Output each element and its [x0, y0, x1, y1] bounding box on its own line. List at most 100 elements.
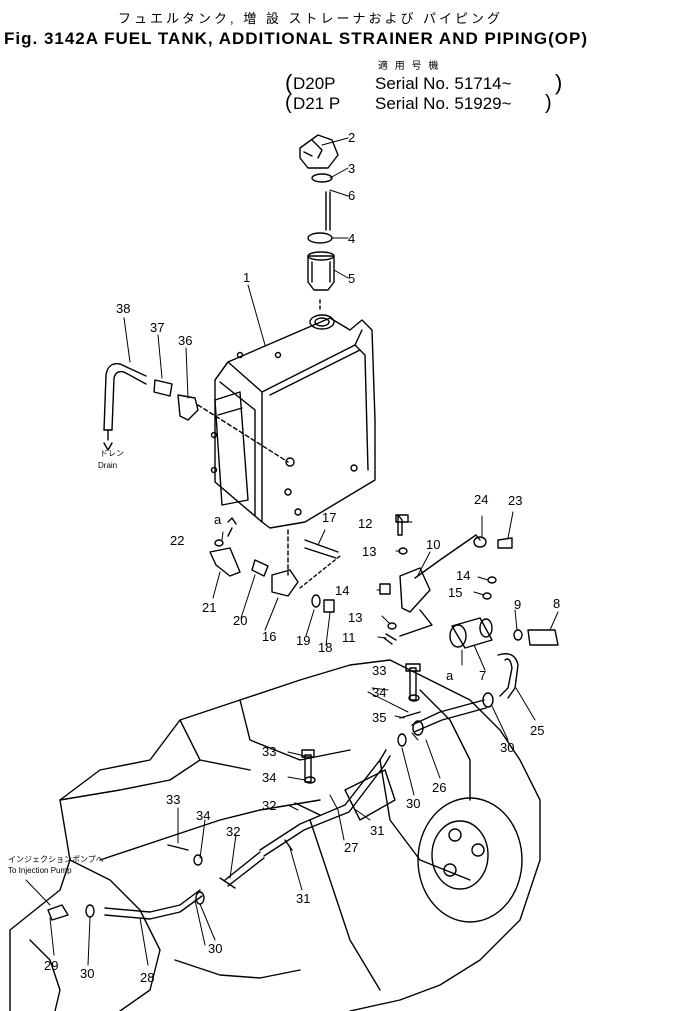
callout-33b: 33: [262, 744, 276, 759]
fitting-22: [214, 539, 224, 547]
callout-35: 35: [372, 710, 386, 725]
callout-30a: 30: [500, 740, 514, 755]
callout-37: 37: [150, 320, 164, 335]
chain: [325, 191, 331, 231]
oring-9: [513, 629, 523, 641]
title-japanese: フュエルタンク, 増 設 ストレーナおよび パイピング: [118, 11, 504, 26]
drain-elbow: [153, 379, 173, 397]
callout-3: 3: [348, 161, 355, 176]
callout-32b: 32: [226, 824, 240, 839]
machine-body: [9, 659, 541, 1011]
bolt-33a-head: [405, 663, 421, 672]
bolt-33b-head: [301, 749, 315, 758]
callout-4: 4: [348, 231, 355, 246]
clamp-30c: [85, 904, 95, 918]
callout-38: 38: [116, 301, 130, 316]
clamp-30b: [397, 733, 407, 747]
callout-30b: 30: [406, 796, 420, 811]
bolt-33a: [409, 667, 417, 701]
model-d20p: D20P: [293, 74, 336, 93]
callout-2: 2: [348, 130, 355, 145]
callout-13b: 13: [348, 610, 362, 625]
pipe-26: [411, 699, 487, 736]
nut-14: [379, 583, 391, 595]
tee-fitting: [209, 547, 241, 577]
clip-32b: [219, 877, 236, 889]
drain-centerline: [197, 404, 289, 463]
connector-8: [527, 629, 559, 646]
callout-28: 28: [140, 970, 154, 985]
callout-22: 22: [170, 533, 184, 548]
applicability-label: 適 用 号 機: [378, 61, 441, 72]
callout-1: 1: [243, 270, 250, 285]
callout-9: 9: [514, 597, 521, 612]
callout-31b: 31: [296, 891, 310, 906]
paren-open: (: [285, 92, 292, 114]
drain-hose: [103, 363, 147, 431]
strainer-7: [449, 617, 493, 649]
callout-16: 16: [262, 629, 276, 644]
callout-26: 26: [432, 780, 446, 795]
bolt-17: [304, 539, 339, 559]
callout-27: 27: [344, 840, 358, 855]
callout-17: 17: [322, 510, 336, 525]
filler-strainer: [307, 251, 335, 291]
callout-34b: 34: [262, 770, 276, 785]
bolt-12-head: [395, 514, 409, 523]
bolt-11: [383, 633, 397, 645]
bolt-33b: [304, 754, 312, 783]
ref-arrow-a: [227, 517, 237, 537]
callout-34c: 34: [196, 808, 210, 823]
filler-cap: [299, 134, 339, 169]
washer-24: [473, 536, 487, 548]
callout-5: 5: [348, 271, 355, 286]
clip-35: [399, 711, 421, 719]
washer-13b: [387, 622, 397, 630]
washer-34c: [193, 854, 203, 866]
callout-29: 29: [44, 958, 58, 973]
ref-a-top: a: [214, 512, 222, 527]
callout-20: 20: [233, 613, 247, 628]
callout-24: 24: [474, 492, 488, 507]
callout-8: 8: [553, 596, 560, 611]
washer-14b: [487, 576, 497, 584]
bolt-12: [397, 514, 403, 536]
callout-30c: 30: [80, 966, 94, 981]
callout-10: 10: [426, 537, 440, 552]
drain-valve: [177, 394, 199, 421]
callout-33c: 33: [166, 792, 180, 807]
drain-arrowhead: [103, 442, 113, 451]
pump-jp-label: インジェクションポンプへ: [8, 855, 104, 864]
paren-close: ): [555, 70, 563, 95]
hose-28: [104, 889, 203, 920]
fitting-29: [47, 904, 69, 921]
bolt-33c: [167, 844, 189, 851]
figure-title: Fig. 3142A FUEL TANK, ADDITIONAL STRAINE…: [4, 29, 588, 48]
callout-23: 23: [508, 493, 522, 508]
drain-jp-label: ドレン: [100, 449, 124, 458]
serial-d20p: Serial No. 51714~: [375, 74, 512, 93]
filler-gasket: [307, 232, 333, 244]
nut-18: [323, 599, 335, 613]
washer-19: [311, 594, 321, 608]
cap-gasket: [311, 173, 333, 183]
bolt-23: [497, 537, 513, 549]
serial-row-1: ( D20P Serial No. 51714~ ): [285, 70, 562, 95]
washer-15: [482, 592, 492, 600]
callout-14b: 14: [456, 568, 470, 583]
callout-6: 6: [348, 188, 355, 203]
hose-25: [497, 653, 519, 699]
clip-31: [284, 839, 293, 851]
leader-lines: [25, 137, 559, 966]
callout-21: 21: [202, 600, 216, 615]
pump-label: To Injection Pump: [8, 866, 72, 875]
callout-36: 36: [178, 333, 192, 348]
callout-32a: 32: [262, 798, 276, 813]
fuel-tank: [210, 314, 376, 529]
callout-19: 19: [296, 633, 310, 648]
callout-18: 18: [318, 640, 332, 655]
paren-close: ): [545, 92, 552, 114]
drain-label: Drain: [98, 461, 117, 470]
callout-11: 11: [342, 630, 356, 645]
